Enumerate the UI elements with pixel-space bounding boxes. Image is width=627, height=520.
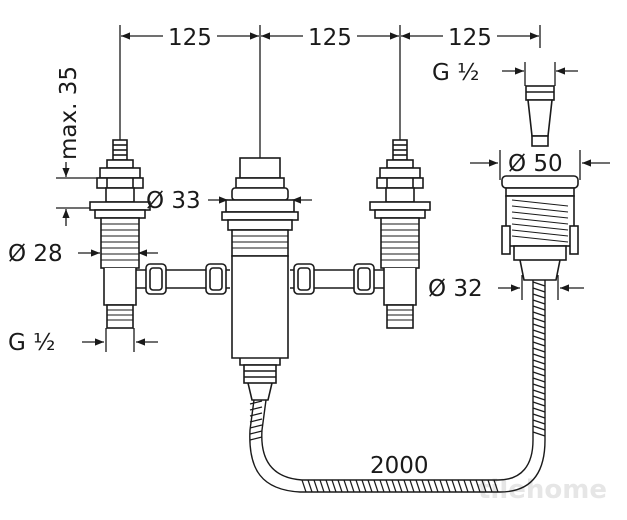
hose-rib [532, 413, 546, 419]
hose-rib [532, 299, 546, 305]
hose-rib [532, 425, 546, 431]
hose-rib [391, 479, 397, 493]
hose-rib [409, 479, 415, 493]
spacing-label-3: 125 [448, 25, 492, 51]
hose-rib [532, 395, 546, 401]
spacing-label-1: 125 [168, 25, 212, 51]
hose-rib [532, 359, 546, 365]
hose-rib [532, 323, 546, 329]
diameter-50-label: Ø 50 [508, 151, 563, 177]
hose-rib [439, 479, 445, 493]
hose-length-label: 2000 [370, 453, 429, 479]
hose-rib [532, 371, 546, 377]
hose-rib [379, 479, 385, 493]
hose-rib [355, 479, 361, 493]
right-valve [369, 139, 431, 329]
hose-rib [445, 479, 451, 493]
hose-rib [385, 479, 391, 493]
hose-rib [532, 383, 546, 389]
hose-rib [249, 430, 263, 435]
hose-rib [249, 400, 263, 405]
hose-rib [475, 479, 481, 493]
hose-rib [307, 479, 313, 493]
hose-rib [532, 347, 546, 353]
max-35-label: max. 35 [56, 66, 82, 160]
hose-rib [532, 365, 546, 371]
hose-rib [532, 329, 546, 335]
hand-shower-holder [501, 85, 579, 281]
hose-rib [493, 479, 499, 493]
hose-rib [249, 436, 263, 441]
hose-rib [403, 479, 409, 493]
hose-rib [427, 479, 433, 493]
diameter-28-label: Ø 28 [8, 241, 63, 267]
hose-rib [532, 317, 546, 323]
left-valve [89, 139, 151, 329]
spacing-label-2: 125 [308, 25, 352, 51]
hose-rib [532, 281, 546, 287]
hose-rib [532, 311, 546, 317]
hose-rib [433, 479, 439, 493]
hose-rib [415, 479, 421, 493]
hose-rib [532, 305, 546, 311]
thread-label-left: G ½ [8, 330, 55, 356]
dimension-lines [56, 25, 610, 352]
hose-rib [343, 479, 349, 493]
hose-rib [532, 389, 546, 395]
center-mixer-body [221, 157, 299, 401]
hose-rib [532, 287, 546, 293]
hose-rib [532, 293, 546, 299]
connecting-pipes [136, 263, 384, 295]
dimension-labels: 125 125 125 G ½ max. 35 Ø 33 Ø 28 Ø 50 Ø… [8, 25, 563, 479]
hose-rib [532, 377, 546, 383]
hose-rib [367, 479, 373, 493]
hose-rib [337, 479, 343, 493]
diameter-32-label: Ø 32 [428, 276, 483, 302]
hose-rib [532, 341, 546, 347]
hose-rib [331, 479, 337, 493]
hose-rib [249, 412, 263, 417]
hose-rib [325, 479, 331, 493]
flex-hose [249, 280, 546, 493]
hose-rib [319, 479, 325, 493]
hose-rib [249, 424, 263, 429]
hose-rib [532, 407, 546, 413]
thread-label-right: G ½ [432, 60, 479, 86]
diameter-33-label: Ø 33 [146, 188, 201, 214]
hose-rib [469, 479, 475, 493]
hose-rib [532, 353, 546, 359]
hose-rib [532, 419, 546, 425]
hose-rib [457, 479, 463, 493]
hose-rib [313, 479, 319, 493]
hose-rib [361, 479, 367, 493]
hose-rib [532, 401, 546, 407]
hose-rib [421, 479, 427, 493]
hose-rib [481, 479, 487, 493]
hose-rib [249, 406, 263, 411]
hose-rib [463, 479, 469, 493]
hose-rib [249, 418, 263, 423]
hose-rib [301, 479, 307, 493]
hose-rib [532, 335, 546, 341]
hose-rib [487, 479, 493, 493]
hose-rib [349, 479, 355, 493]
hose-rib [397, 479, 403, 493]
hose-rib [532, 431, 546, 437]
hose-rib [373, 479, 379, 493]
hose-rib [451, 479, 457, 493]
